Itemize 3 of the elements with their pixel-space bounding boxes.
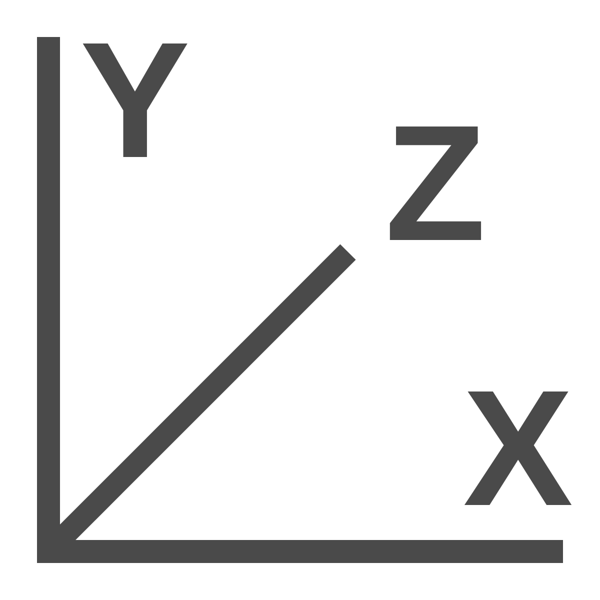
- axis-label: Y: [80, 18, 190, 183]
- axis-label: Z: [385, 101, 486, 266]
- axis-label: X: [463, 366, 574, 531]
